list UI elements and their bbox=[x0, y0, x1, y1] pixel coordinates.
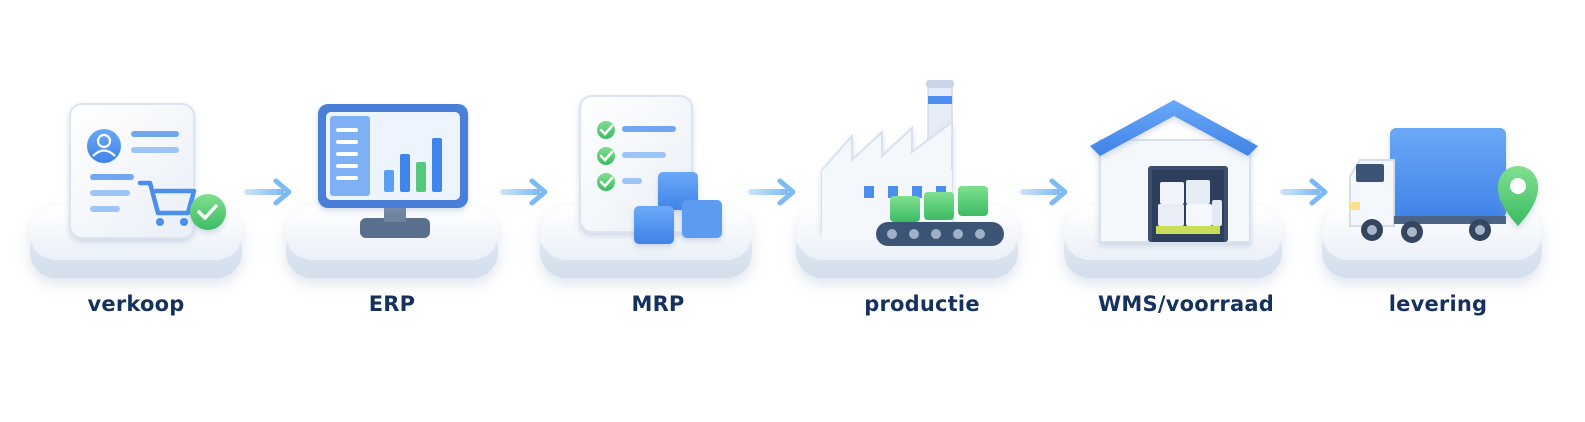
warehouse-pallet-icon bbox=[1090, 100, 1258, 243]
stage-label-mrp: MRP bbox=[631, 292, 685, 316]
factory-conveyor-icon bbox=[821, 80, 1004, 246]
stage-productie bbox=[796, 80, 1018, 278]
delivery-truck-pin-icon bbox=[1349, 128, 1538, 243]
stage-erp bbox=[286, 104, 498, 278]
stage-label-wms-voorraad: WMS/voorraad bbox=[1098, 292, 1274, 316]
arrow-right-icon bbox=[500, 178, 548, 206]
stage-levering bbox=[1322, 128, 1542, 278]
arrow-right-icon bbox=[1280, 178, 1328, 206]
stage-verkoop bbox=[30, 103, 242, 278]
stage-mrp bbox=[540, 95, 752, 278]
stage-label-productie: productie bbox=[864, 292, 980, 316]
arrow-right-icon bbox=[748, 178, 796, 206]
erp-monitor-chart-icon bbox=[318, 104, 468, 238]
stage-wms-voorraad bbox=[1064, 100, 1282, 278]
mrp-checklist-boxes-icon bbox=[579, 95, 722, 244]
sales-order-cart-icon bbox=[69, 103, 226, 239]
arrow-right-icon bbox=[244, 178, 292, 206]
stage-label-verkoop: verkoop bbox=[87, 292, 185, 316]
stage-label-levering: levering bbox=[1388, 292, 1488, 316]
arrow-right-icon bbox=[1020, 178, 1068, 206]
stage-label-erp: ERP bbox=[368, 292, 416, 316]
